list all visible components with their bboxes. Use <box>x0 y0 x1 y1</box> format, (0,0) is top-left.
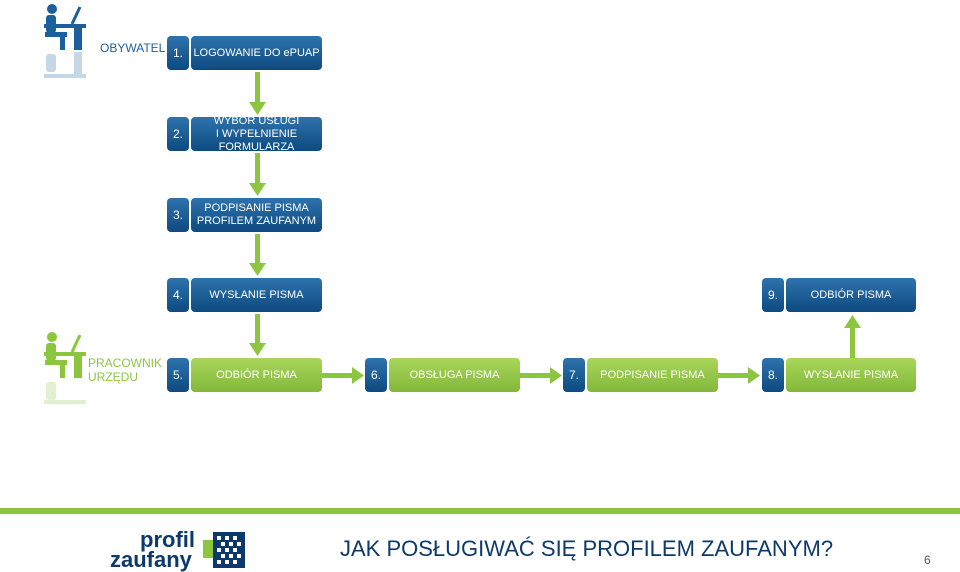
step-6-number: 6. <box>365 358 387 392</box>
step-3-number: 3. <box>167 198 189 232</box>
step-9-box: ODBIÓR PISMA <box>786 278 916 312</box>
step-8-box: WYSŁANIE PISMA <box>786 358 916 392</box>
step-1-box: LOGOWANIE DO ePUAP <box>191 36 322 70</box>
footer-bar <box>0 508 960 514</box>
officer-at-desk-icon <box>44 332 86 404</box>
step-4-number: 4. <box>167 278 189 312</box>
arrow-5-to-6 <box>322 367 364 384</box>
footer-title: JAK POSŁUGIWAĆ SIĘ PROFILEM ZAUFANYM? <box>340 536 834 561</box>
arrow-4-to-5 <box>249 314 266 356</box>
logo-text: profil zaufany <box>110 527 195 572</box>
step-7-box: PODPISANIE PISMA <box>587 358 718 392</box>
arrow-8-to-9 <box>844 315 861 358</box>
step-9-number: 9. <box>762 278 784 312</box>
step-7-number: 7. <box>563 358 585 392</box>
officer-label: PRACOWNIK URZĘDU <box>88 356 163 384</box>
arrow-2-to-3 <box>249 153 266 196</box>
citizen-at-desk-icon <box>44 4 86 78</box>
profil-zaufany-logo-icon <box>203 532 245 568</box>
page-number: 6 <box>924 553 931 567</box>
step-5-box: ODBIÓR PISMA <box>191 358 322 392</box>
step-1-number: 1. <box>167 36 189 70</box>
flow-arrows <box>249 72 861 384</box>
arrow-6-to-7 <box>520 367 562 384</box>
arrow-7-to-8 <box>718 367 760 384</box>
step-4-box: WYSŁANIE PISMA <box>191 278 322 312</box>
citizen-label: OBYWATEL <box>100 41 166 55</box>
arrow-3-to-4 <box>249 234 266 276</box>
arrow-1-to-2 <box>249 72 266 115</box>
step-5-number: 5. <box>167 358 189 392</box>
step-2-number: 2. <box>167 117 189 151</box>
step-8-number: 8. <box>762 358 784 392</box>
step-6-box: OBSŁUGA PISMA <box>389 358 520 392</box>
